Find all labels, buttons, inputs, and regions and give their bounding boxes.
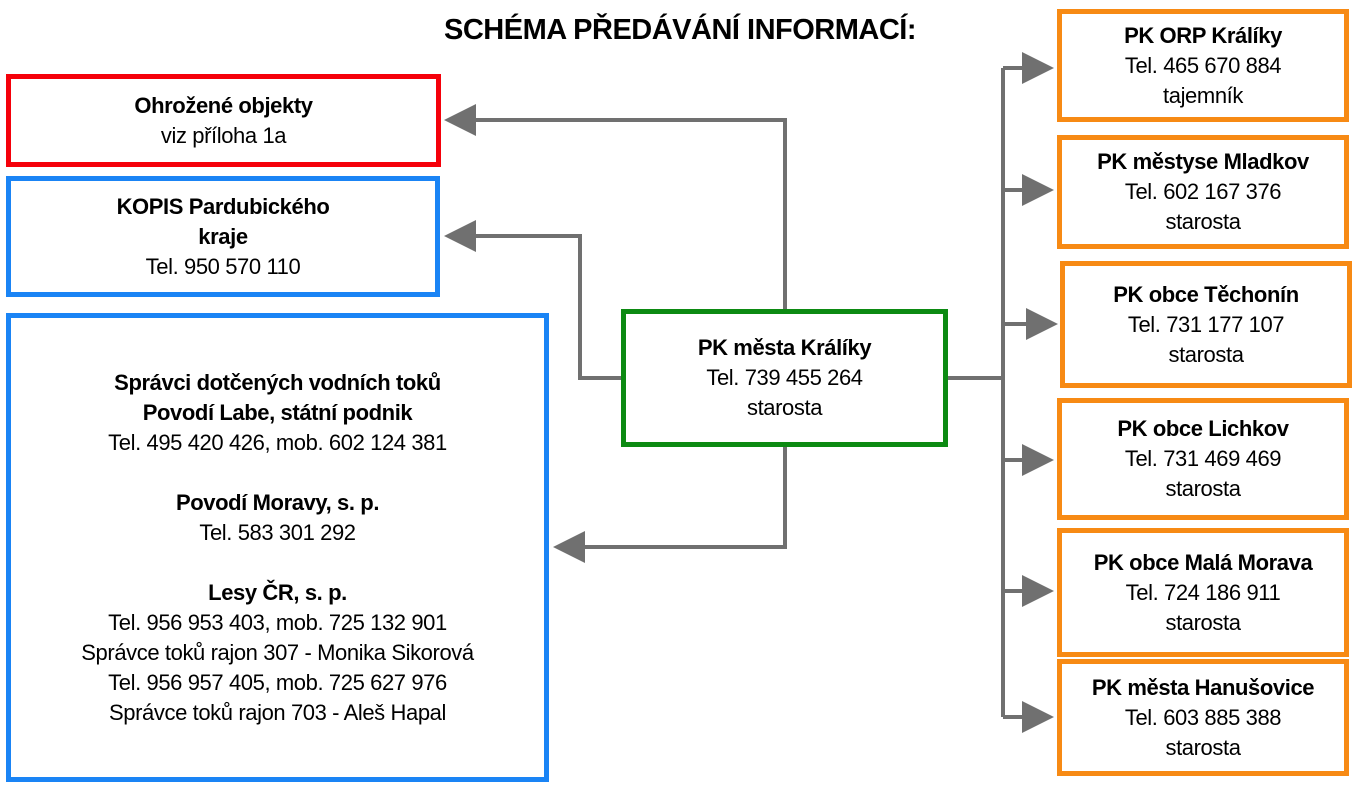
box-name: PK obce Malá Morava <box>1093 549 1313 575</box>
box-name: PK ORP Králíky <box>1124 22 1282 48</box>
right-box-5: PK obce Malá Morava Tel. 724 186 911 sta… <box>1057 528 1349 657</box>
arrow-to-managers <box>553 445 787 563</box>
center-box: PK města Králíky Tel. 739 455 264 staros… <box>621 309 948 447</box>
labe-name: Povodí Labe, státní podnik <box>142 399 413 425</box>
morava-tel: Tel. 583 301 292 <box>199 519 356 545</box>
right-box-4: PK obce Lichkov Tel. 731 469 469 starost… <box>1057 398 1349 520</box>
box-name: PK obce Těchonín <box>1113 281 1299 307</box>
right-box-1: PK ORP Králíky Tel. 465 670 884 tajemník <box>1057 9 1349 122</box>
box-role: tajemník <box>1163 82 1243 108</box>
box-name: KOPIS Pardubického <box>116 193 330 219</box>
box-name: kraje <box>198 223 248 249</box>
box-tel: Tel. 950 570 110 <box>145 253 301 279</box>
box-name: PK obce Lichkov <box>1117 416 1289 441</box>
box-name: PK města Hanušovice <box>1091 674 1315 700</box>
labe-tel: Tel. 495 420 426, mob. 602 124 381 <box>108 429 447 455</box>
lesy-tel: Tel. 956 953 403, mob. 725 132 901 <box>108 609 447 635</box>
rajon-703: Správce toků rajon 703 - Aleš Hapal <box>109 699 446 725</box>
box-role: starosta <box>1165 209 1241 234</box>
water-managers-box: Správci dotčených vodních toků Povodí La… <box>6 313 549 782</box>
box-role: starosta <box>1165 609 1241 635</box>
arrow-to-threatened <box>444 104 787 311</box>
box-name: PK městyse Mladkov <box>1097 149 1309 174</box>
morava-name: Povodí Moravy, s. p. <box>175 489 380 515</box>
box-tel: Tel. 731 469 469 <box>1124 446 1282 471</box>
diagram-title: SCHÉMA PŘEDÁVÁNÍ INFORMACÍ: <box>444 14 916 46</box>
arrow-to-kopis <box>444 220 624 380</box>
right-box-3: PK obce Těchonín Tel. 731 177 107 staros… <box>1060 261 1352 388</box>
threatened-objects-box: Ohrožené objekty viz příloha 1a <box>6 74 441 167</box>
box-role: starosta <box>1165 476 1241 501</box>
box-line: viz příloha 1a <box>160 122 287 148</box>
box-tel: Tel. 603 885 388 <box>1124 704 1282 730</box>
box-tel: Tel. 465 670 884 <box>1124 52 1282 78</box>
box-role: starosta <box>746 395 823 420</box>
kopis-box: KOPIS Pardubického kraje Tel. 950 570 11… <box>6 176 440 297</box>
box-tel: Tel. 724 186 911 <box>1125 579 1281 605</box>
box-tel: Tel. 739 455 264 <box>706 365 863 390</box>
box-tel: Tel. 602 167 376 <box>1124 179 1282 204</box>
right-box-2: PK městyse Mladkov Tel. 602 167 376 star… <box>1057 135 1349 249</box>
managers-heading: Správci dotčených vodních toků <box>114 369 441 395</box>
rajon-307-tel: Tel. 956 957 405, mob. 725 627 976 <box>108 669 447 695</box>
lesy-name: Lesy ČR, s. p. <box>208 579 347 605</box>
right-box-6: PK města Hanušovice Tel. 603 885 388 sta… <box>1057 659 1349 776</box>
box-role: starosta <box>1165 734 1241 760</box>
box-tel: Tel. 731 177 107 <box>1127 311 1285 337</box>
box-role: starosta <box>1168 341 1244 367</box>
box-name: PK města Králíky <box>697 335 872 360</box>
rajon-307: Správce toků rajon 307 - Monika Sikorová <box>81 639 474 665</box>
box-name: Ohrožené objekty <box>134 92 313 118</box>
